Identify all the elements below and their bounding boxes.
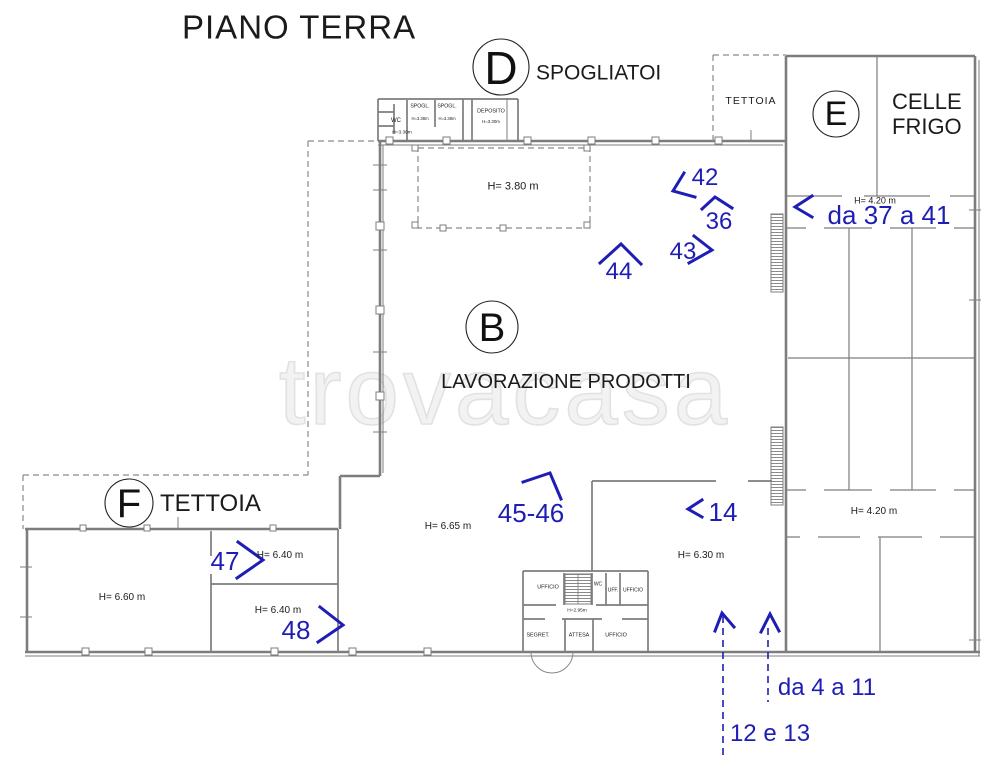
cell-grid-walls — [786, 57, 975, 652]
annotation-37-41: da 37 a 41 — [827, 200, 951, 230]
height-corridor-bottom: H= 4.20 m — [850, 506, 898, 517]
zone-letter-f: F — [116, 482, 142, 526]
room-deposito-height: H=3.30m — [482, 118, 500, 124]
annotation-47: 47 — [210, 546, 240, 576]
annotation-48: 48 — [281, 615, 311, 645]
zone-label-spogliatoi: SPOGLIATOI — [536, 61, 662, 85]
mark-45-46 — [521, 471, 563, 501]
annotation-12-13: 12 e 13 — [729, 720, 811, 747]
zone-letter-d: D — [484, 42, 518, 94]
zone-circle-f — [104, 478, 154, 528]
zone-label-celle: CELLE — [892, 89, 962, 114]
photo-direction-marks — [234, 170, 815, 645]
mark-44 — [597, 241, 644, 267]
height-mezzanine: H= 3.80 m — [487, 180, 539, 193]
door-swing-arc — [530, 651, 574, 674]
mark-4-11 — [758, 610, 782, 635]
office-ufficio-3: UFFICIO — [605, 632, 627, 639]
annotation-4-11: da 4 a 11 — [777, 674, 877, 701]
room-spogl2-height: H=3.38m — [438, 115, 456, 121]
zone-label-tettoia-f: TETTOIA — [160, 490, 261, 517]
annotation-44: 44 — [605, 258, 633, 285]
zone-letter-e: E — [824, 95, 848, 133]
height-hall-right: H= 6.30 m — [677, 550, 725, 561]
zone-circle-d — [472, 38, 530, 96]
height-corridor-top: H= 4.20 m — [854, 195, 896, 206]
height-room-48: H= 6.40 m — [254, 605, 302, 616]
annotation-43: 43 — [669, 238, 697, 265]
room-spogl1-height: H=3.38m — [411, 115, 429, 121]
office-attesa: ATTESA — [568, 632, 590, 639]
zone-circle-e — [812, 90, 860, 138]
height-hall-left: H= 6.65 m — [424, 521, 472, 532]
room-spogl2-label: SPOGL. — [437, 103, 457, 110]
page-title: PIANO TERRA — [182, 8, 417, 46]
office-uff: UFF. — [607, 587, 619, 594]
pilaster-markers — [79, 136, 723, 656]
dashed-outlines — [22, 54, 786, 529]
mark-36 — [699, 195, 735, 212]
room-spogl1-label: SPOGL. — [410, 103, 430, 110]
annotation-14: 14 — [708, 497, 738, 527]
office-wc: WC — [593, 581, 603, 588]
mark-47 — [234, 539, 266, 581]
mark-43 — [686, 233, 715, 266]
hatched-shutters — [770, 213, 784, 506]
office-segret: SEGRET. — [526, 632, 550, 639]
zone-circles — [104, 38, 860, 528]
room-deposito-label: DEPOSITO — [477, 108, 505, 115]
office-ufficio-2: UFFICIO — [623, 587, 643, 594]
zone-label-frigo: FRIGO — [892, 114, 962, 139]
office-ufficio-1: UFFICIO — [537, 584, 559, 591]
zone-circle-b — [465, 300, 519, 354]
mark-12-13 — [713, 610, 737, 633]
height-room-47: H= 6.40 m — [256, 550, 304, 561]
label-tettoia-nord: TETTOIA — [725, 94, 777, 107]
interior-walls — [210, 98, 772, 652]
mark-14 — [685, 497, 705, 520]
room-wc-top-label: WC — [391, 118, 401, 124]
annotation-45-46: 45-46 — [497, 498, 565, 528]
height-stairs: H=2.95m — [567, 608, 587, 614]
annotation-36: 36 — [705, 208, 733, 235]
staircase — [564, 573, 592, 605]
room-wc-top-height: H=3.30m — [392, 130, 412, 136]
mark-42 — [670, 170, 697, 199]
photo-direction-dashed-lines — [722, 616, 769, 756]
height-f-main: H= 6.60 m — [98, 592, 146, 603]
annotation-42: 42 — [691, 164, 719, 191]
watermark-logo: trovacasa — [278, 337, 732, 446]
window-ticks — [20, 98, 981, 641]
mark-37-41 — [792, 193, 815, 220]
mark-48 — [315, 604, 346, 645]
zone-label-lavorazione: LAVORAZIONE PRODOTTI — [441, 371, 691, 393]
wall-double-lines — [25, 60, 980, 657]
zone-letter-b: B — [478, 306, 506, 350]
